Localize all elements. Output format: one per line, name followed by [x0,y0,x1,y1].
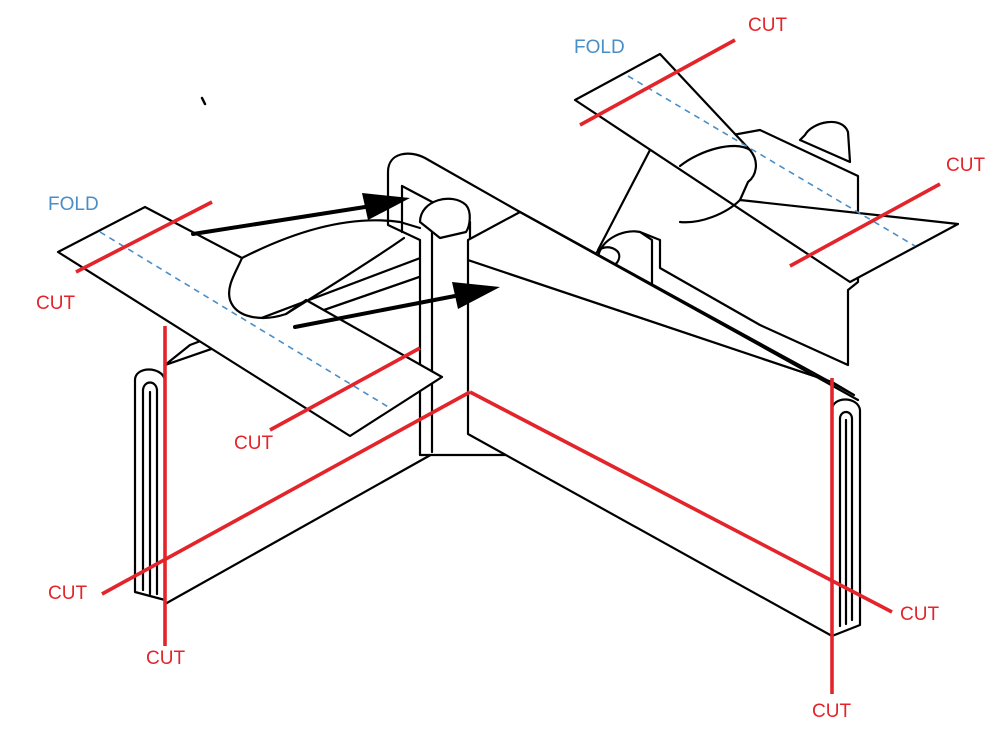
fold-line-right [627,75,916,247]
cut-line-right-flap-top [579,38,736,127]
right-wall-top-edge [518,210,860,402]
cut-label-post-left: CUT [146,648,185,669]
right-post-inner [838,410,854,628]
cut-label-right-flap: CUT [946,155,985,176]
arrow-lower-head [452,282,500,309]
cut-line-right-flap-bottom [789,182,941,268]
left-flap-tab [240,219,422,316]
fold-label-right: FOLD [574,37,625,58]
center-slot-roll [418,197,471,240]
right-wall-top [466,210,856,397]
cut-line-base-right [469,390,893,614]
cut-line-left-flap-outer [75,200,213,274]
cut-line-left-flap-inner [269,346,421,432]
back-cylinder [596,230,654,292]
arrow-upper-shaft [191,205,367,236]
fold-label-left: FOLD [48,194,99,215]
cut-label-left-flap-outer: CUT [36,293,75,314]
cut-label-left-flap-inner: CUT [234,433,273,454]
left-post-inner [141,381,159,596]
cut-label-top-right: CUT [748,15,787,36]
arrow-upper-head [362,193,410,220]
stray-mark [200,96,207,106]
cut-label-base-left: CUT [48,583,87,604]
right-flap-tab [678,145,752,224]
back-tab-top [798,120,852,164]
cut-lines [75,38,941,694]
cut-label-base-right: CUT [900,604,939,625]
fold-line-left [99,231,391,409]
arrow-lower-shaft [293,294,457,329]
cut-label-post-right: CUT [812,701,851,722]
